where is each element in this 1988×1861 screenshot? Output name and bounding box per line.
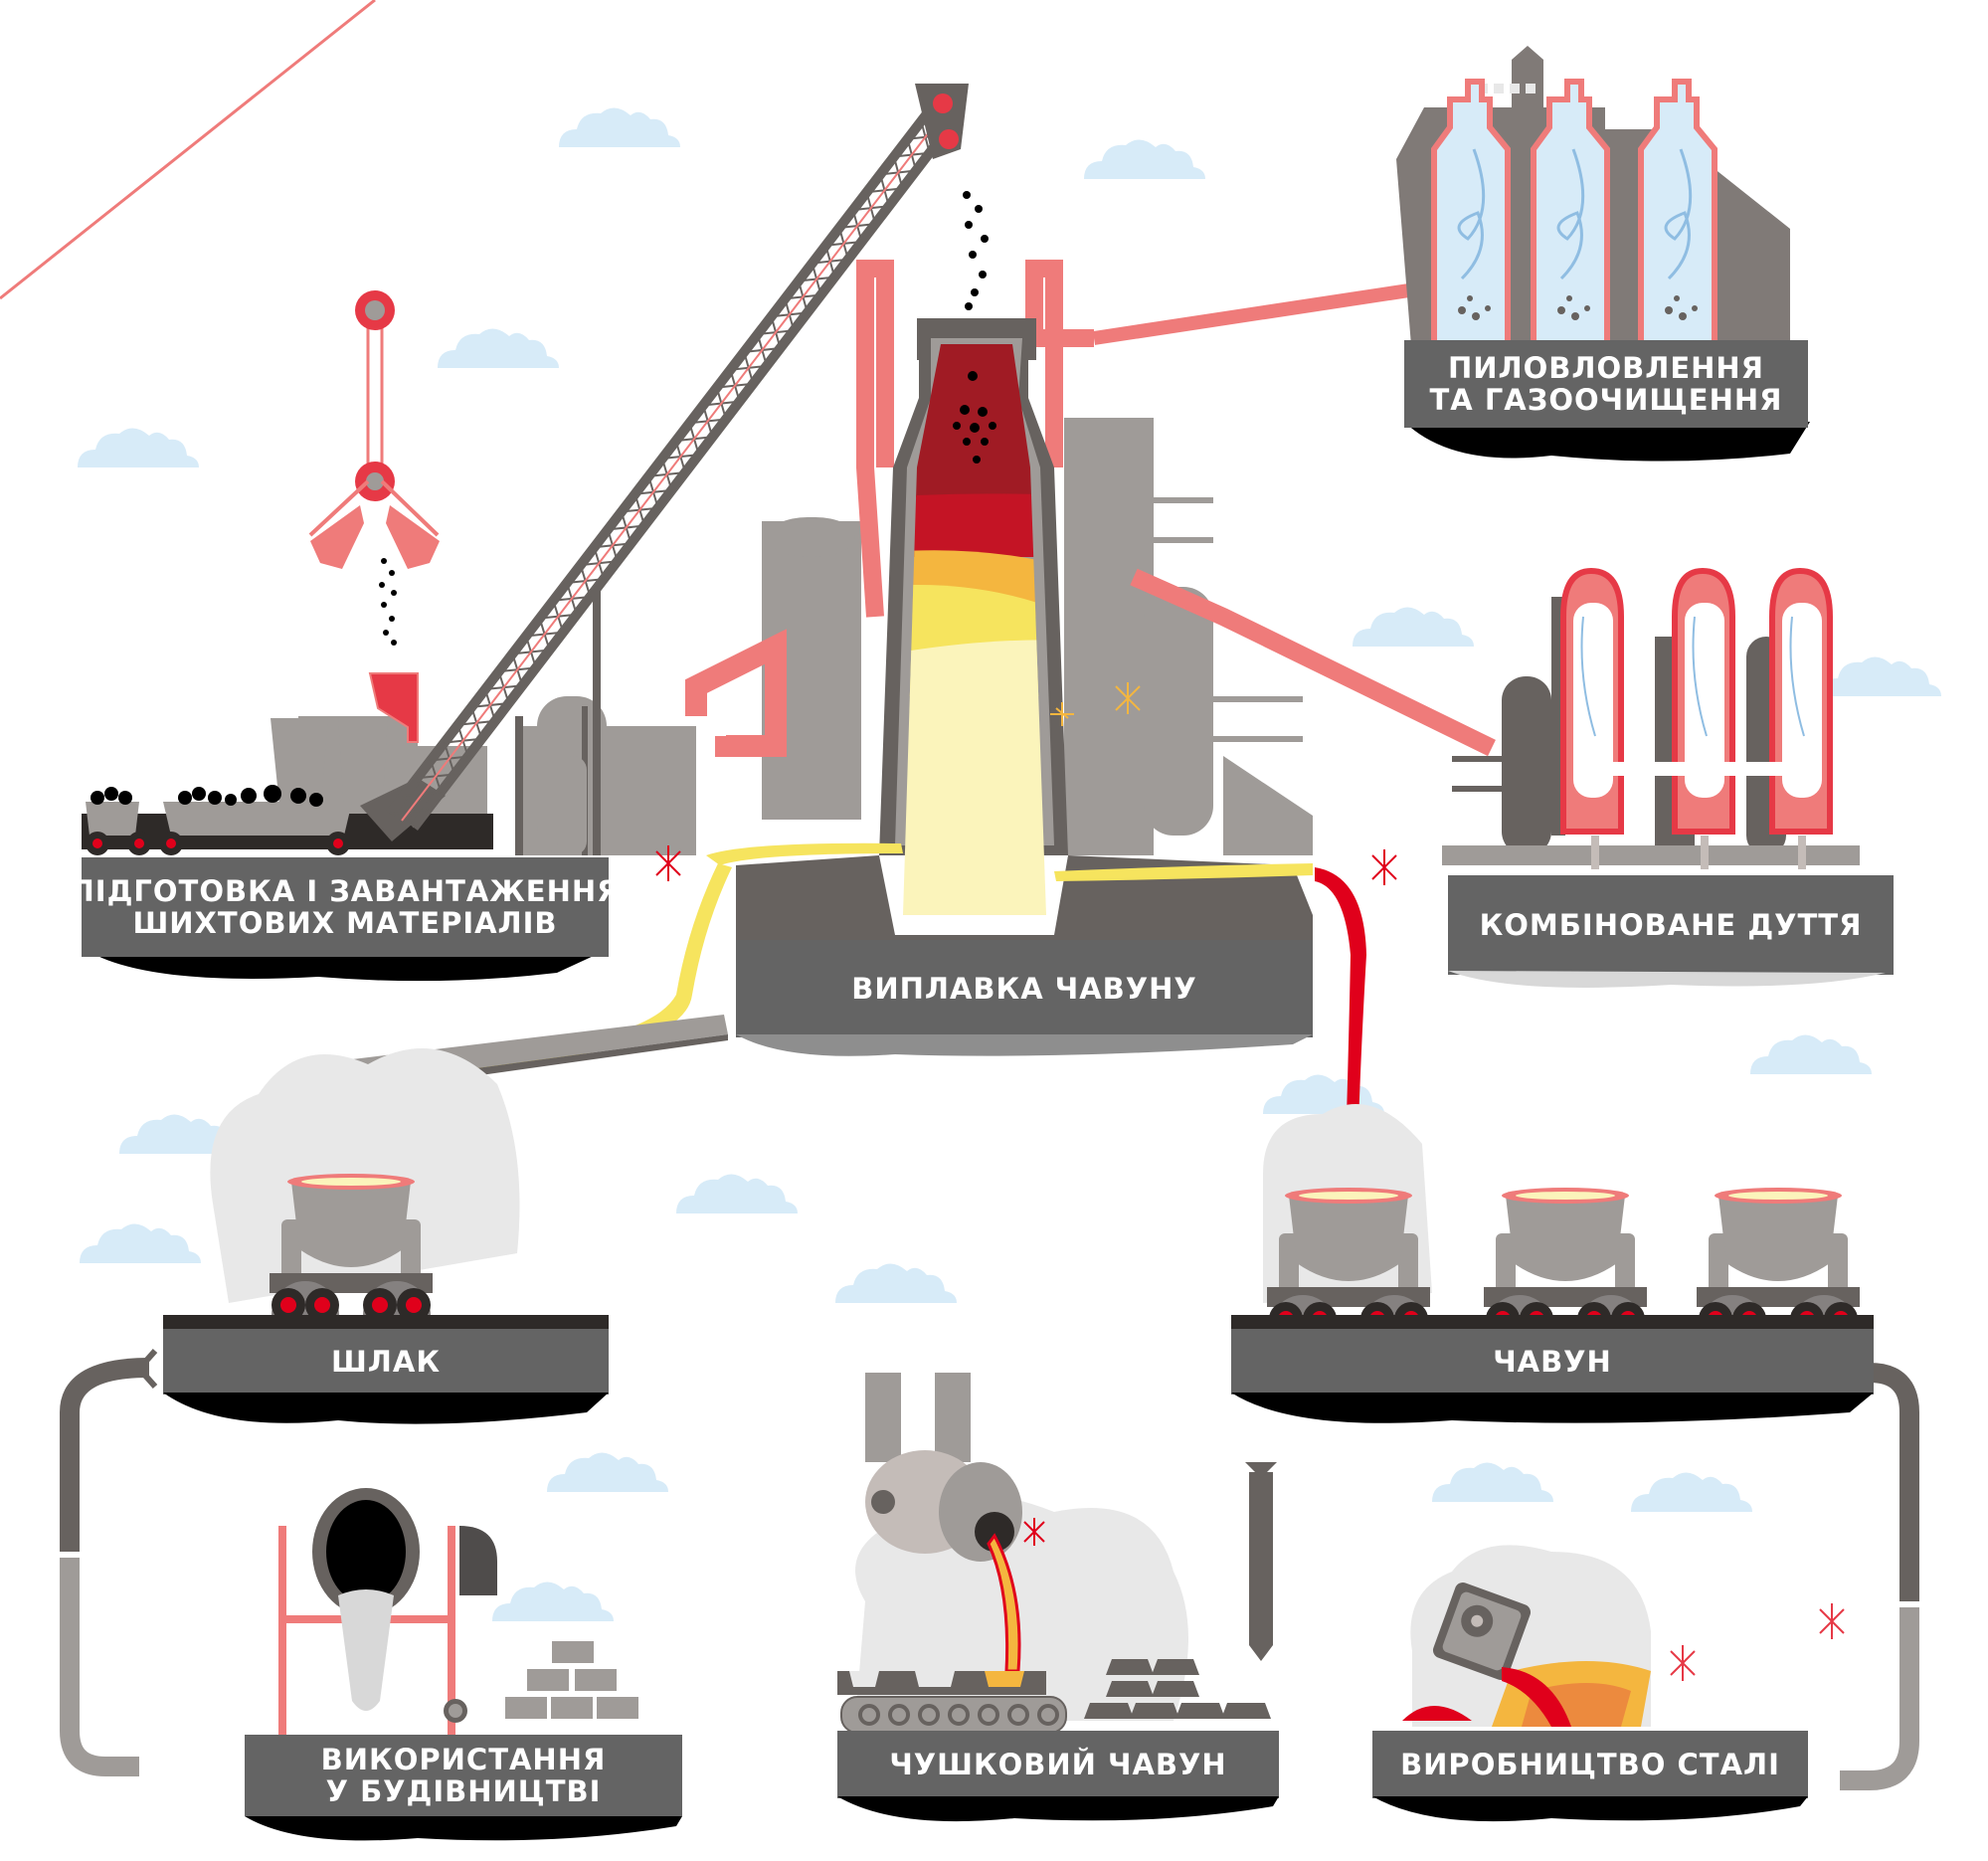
plate-charge [82,857,609,982]
stage-label-line: ЧАВУН [1493,1344,1612,1379]
arrow-down-icon [1245,1462,1277,1478]
stage-label-line: ВИПЛАВКА ЧАВУНУ [851,971,1197,1006]
gas-cleaning-illustration [1396,46,1790,358]
stage-label-line: ВИРОБНИЦТВО СТАЛІ [1400,1747,1780,1781]
plate-iron [1231,1315,1874,1423]
plate-gas [1404,340,1810,462]
plate-construction [245,1735,682,1841]
plate-smelt [736,940,1313,1056]
flow-arrow-iron-to-steel[interactable] [1840,1363,1919,1790]
skip-hoist [386,84,969,855]
stage-label-line: ШЛАК [330,1344,442,1379]
stage-label-steel: ВИРОБНИЦТВО СТАЛІ [1372,1731,1808,1798]
stage-label-pig: ЧУШКОВИЙ ЧАВУН [837,1731,1279,1798]
steel-illustration [1402,1545,1845,1727]
stove-2 [1672,567,1735,835]
stage-label-line: ШИХТОВИХ МАТЕРІАЛІВ [132,906,558,940]
stage-label-line: ТА ГАЗООЧИЩЕННЯ [1429,383,1783,417]
stage-label-blast: КОМБІНОВАНЕ ДУТТЯ [1448,875,1894,975]
plate-slag [163,1315,609,1424]
stage-label-gas: ПИЛОВЛОВЛЕННЯ ТА ГАЗООЧИЩЕННЯ [1404,340,1808,428]
chevron-left-icon [134,1349,158,1389]
stove-3 [1769,567,1833,835]
charge-prep-illustration [0,0,696,855]
stage-label-slag: ШЛАК [163,1329,609,1395]
blast-furnace [685,191,1496,1034]
stage-label-line: ПІДГОТОВКА І ЗАВАНТАЖЕННЯ [70,873,621,908]
plate-pig [837,1731,1279,1822]
plate-steel [1372,1731,1808,1822]
iron-ladles-illustration [1263,1104,1860,1336]
construction-illustration [278,1488,638,1735]
slag-illustration [210,1048,520,1322]
stage-label-charge: ПІДГОТОВКА І ЗАВАНТАЖЕННЯ ШИХТОВИХ МАТЕР… [71,857,620,957]
stage-label-line: У БУДІВНИЦТВІ [325,1774,602,1808]
stage-label-line: КОМБІНОВАНЕ ДУТТЯ [1479,907,1863,942]
stage-label-smelt: ВИПЛАВКА ЧАВУНУ [736,940,1313,1037]
pig-iron-illustration [837,1373,1271,1734]
stage-label-iron: ЧАВУН [1231,1329,1874,1395]
flow-arrow-iron-to-pig[interactable] [1245,1462,1277,1661]
stage-label-line: ПИЛОВЛОВЛЕННЯ [1448,350,1764,385]
stage-label-line: ЧУШКОВИЙ ЧАВУН [889,1747,1227,1781]
flow-arrow-slag-to-construction[interactable] [60,1349,158,1776]
plate-blast [1448,875,1894,988]
stove-1 [1560,567,1624,835]
hot-blast-illustration [1442,567,1860,869]
stage-label-construction: ВИКОРИСТАННЯ У БУДІВНИЦТВІ [245,1735,682,1816]
stage-label-line: ВИКОРИСТАННЯ [320,1742,607,1776]
